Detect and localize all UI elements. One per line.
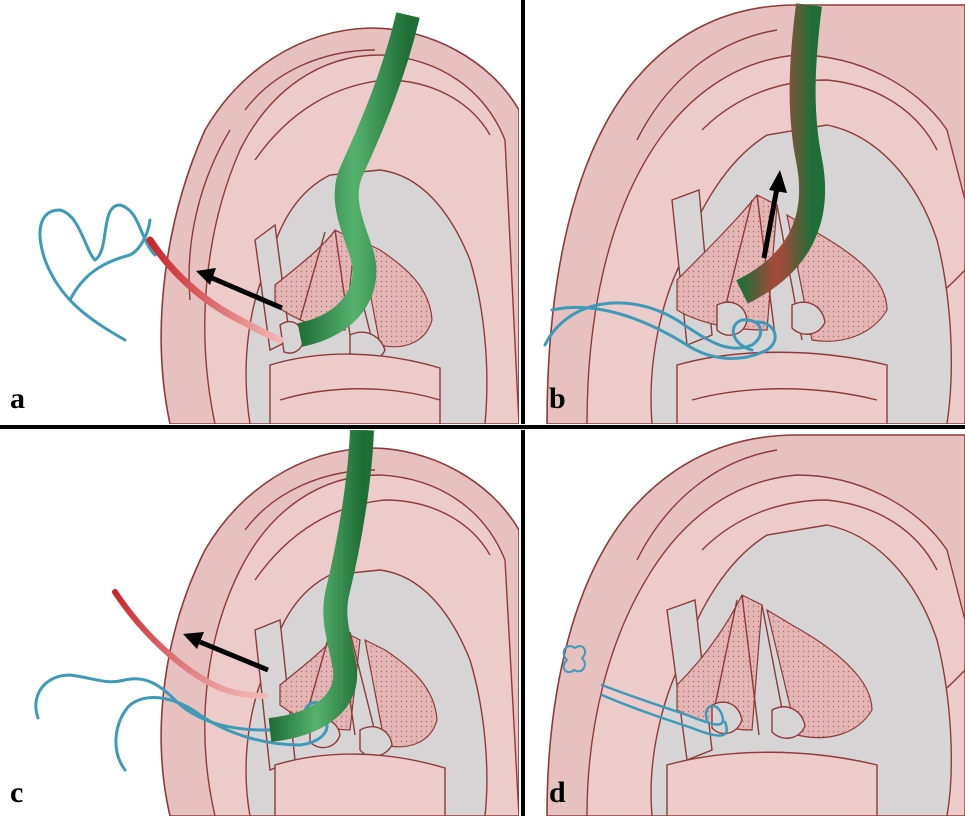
panel-d-illustration <box>527 430 965 816</box>
panel-c-illustration <box>0 430 519 816</box>
horizontal-divider <box>0 424 965 430</box>
lower-tissue <box>275 754 445 816</box>
panel-label-b: b <box>549 384 566 414</box>
panel-a-illustration <box>0 0 519 424</box>
panel-a: a <box>0 0 519 424</box>
vertical-divider <box>519 0 527 816</box>
lower-tissue <box>667 752 877 816</box>
panel-d: d <box>527 430 965 816</box>
panel-label-c: c <box>10 778 23 808</box>
suture-thread <box>40 205 155 340</box>
panel-label-d: d <box>549 778 566 808</box>
panel-c: c <box>0 430 519 816</box>
panel-label-a: a <box>10 384 25 414</box>
panel-b-illustration <box>527 0 965 424</box>
panel-b: b <box>527 0 965 424</box>
